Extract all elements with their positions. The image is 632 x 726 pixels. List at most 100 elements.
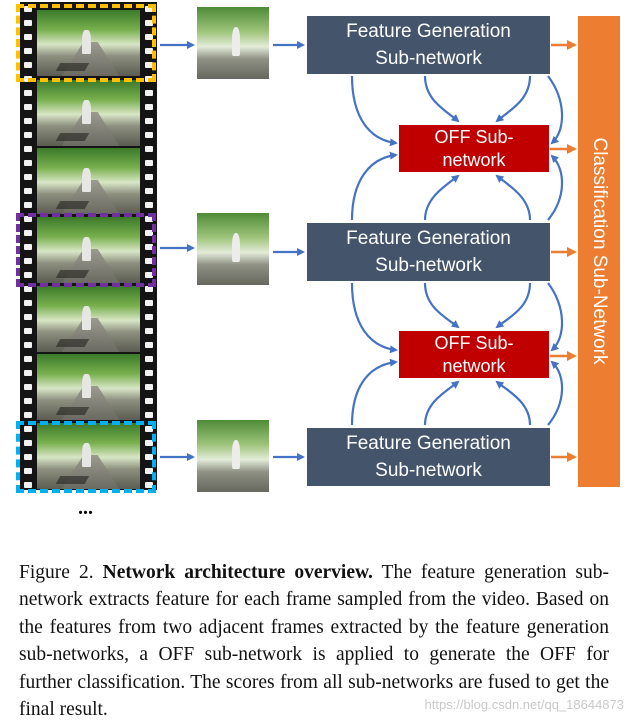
film-sprocket-hole xyxy=(145,440,153,446)
film-sprocket-hole xyxy=(145,202,153,208)
selected-frame-highlight-orange xyxy=(16,4,156,82)
film-sprocket-hole xyxy=(145,482,153,488)
feature-to-off-arrow xyxy=(495,282,532,329)
off-subnetwork-box: OFF Sub- network xyxy=(399,125,549,172)
film-sprocket-hole xyxy=(24,384,32,390)
film-sprocket-hole xyxy=(145,468,153,474)
caption-bold-title: Network architecture overview. xyxy=(102,562,373,583)
flow-arrows xyxy=(160,40,577,462)
film-sprocket-hole xyxy=(24,356,32,362)
film-sprocket-hole xyxy=(145,132,153,138)
film-sprocket-hole xyxy=(145,342,153,348)
film-sprocket-hole xyxy=(145,426,153,432)
film-sprocket-hole xyxy=(24,132,32,138)
sampled-frame-thumbnail xyxy=(197,7,269,79)
network-architecture-figure: Feature Generation Sub-network Feature G… xyxy=(16,2,620,519)
film-sprocket-hole xyxy=(145,272,153,278)
film-frame xyxy=(37,80,140,146)
caption-prefix: Figure 2. xyxy=(19,562,103,583)
film-sprocket-hole xyxy=(24,342,32,348)
film-sprocket-hole xyxy=(24,48,32,54)
selected-frame-highlight-purple xyxy=(16,213,156,287)
film-frame xyxy=(37,423,140,489)
film-sprocket-hole xyxy=(24,90,32,96)
film-sprocket-hole xyxy=(24,174,32,180)
feature-to-off-arrow xyxy=(423,282,460,329)
feature-to-off-arrow xyxy=(547,282,564,352)
film-sprocket-hole xyxy=(145,216,153,222)
more-frames-ellipsis: ... xyxy=(78,497,93,519)
feature-to-off-arrow xyxy=(495,380,532,426)
feature-to-off-arrow xyxy=(350,358,398,426)
film-sprocket-hole xyxy=(24,244,32,250)
film-sprocket-hole xyxy=(145,62,153,68)
film-sprocket-hole xyxy=(24,216,32,222)
film-sprocket-hole xyxy=(24,104,32,110)
feature-to-off-arrow xyxy=(423,174,460,221)
film-frame xyxy=(37,10,140,76)
film-sprocket-hole xyxy=(24,454,32,460)
film-sprocket-hole xyxy=(24,258,32,264)
film-sprocket-hole xyxy=(145,356,153,362)
film-sprocket-hole xyxy=(145,6,153,12)
film-sprocket-hole xyxy=(24,6,32,12)
film-sprocket-hole xyxy=(145,174,153,180)
feature-to-off-arrow xyxy=(350,75,398,147)
watermark-text: https://blog.csdn.net/qq_18644873 xyxy=(424,697,625,712)
film-sprocket-hole xyxy=(145,384,153,390)
film-sprocket-hole xyxy=(145,20,153,26)
feature-to-off-arrow xyxy=(350,282,398,354)
film-sprocket-hole xyxy=(145,286,153,292)
film-frame xyxy=(37,286,140,352)
film-sprocket-hole xyxy=(24,160,32,166)
feature-to-off-arrow xyxy=(495,174,532,221)
feature-generation-subnetwork-box: Feature Generation Sub-network xyxy=(307,16,550,74)
film-sprocket-hole xyxy=(145,328,153,334)
film-sprocket-hole xyxy=(24,146,32,152)
feature-generation-subnetwork-box: Feature Generation Sub-network xyxy=(307,223,550,281)
film-sprocket-hole xyxy=(24,440,32,446)
film-sprocket-hole xyxy=(145,370,153,376)
film-sprocket-hole xyxy=(145,118,153,124)
sampled-frame-thumbnail xyxy=(197,420,269,492)
film-sprocket-hole xyxy=(145,398,153,404)
classification-subnetwork-bar xyxy=(578,16,620,487)
film-sprocket-hole xyxy=(24,202,32,208)
film-sprocket-hole xyxy=(145,104,153,110)
film-sprocket-hole xyxy=(24,328,32,334)
film-sprocket-hole xyxy=(24,370,32,376)
feature-to-off-arrow xyxy=(547,360,564,426)
feature-to-off-arrow xyxy=(423,380,460,426)
feature-to-off-arrow xyxy=(547,75,564,145)
video-film-strip xyxy=(20,2,157,490)
film-sprocket-hole xyxy=(145,244,153,250)
film-sprocket-hole xyxy=(24,314,32,320)
caption-body: The feature generation sub-network extra… xyxy=(19,562,609,721)
feature-to-off-arrow xyxy=(350,151,398,221)
film-sprocket-hole xyxy=(145,48,153,54)
feature-generation-subnetwork-box: Feature Generation Sub-network xyxy=(307,428,550,486)
film-sprocket-hole xyxy=(24,188,32,194)
film-sprocket-hole xyxy=(24,62,32,68)
film-sprocket-hole xyxy=(145,188,153,194)
film-sprocket-hole xyxy=(145,230,153,236)
film-sprocket-hole xyxy=(145,34,153,40)
film-sprocket-hole xyxy=(24,300,32,306)
feature-to-off-arrow xyxy=(495,75,532,123)
figure-caption: Figure 2. Network architecture overview.… xyxy=(19,559,609,723)
film-sprocket-hole xyxy=(145,160,153,166)
film-sprocket-hole xyxy=(145,300,153,306)
film-sprocket-hole xyxy=(24,398,32,404)
film-sprocket-hole xyxy=(24,286,32,292)
feature-to-off-arrow xyxy=(547,154,564,221)
film-sprocket-hole xyxy=(145,454,153,460)
film-sprocket-hole xyxy=(145,90,153,96)
film-frame xyxy=(37,217,140,283)
film-sprocket-hole xyxy=(145,314,153,320)
off-subnetwork-box: OFF Sub- network xyxy=(399,331,549,378)
film-sprocket-hole xyxy=(24,272,32,278)
film-sprocket-hole xyxy=(24,468,32,474)
selected-frame-highlight-blue xyxy=(16,421,156,493)
film-sprocket-hole xyxy=(24,34,32,40)
